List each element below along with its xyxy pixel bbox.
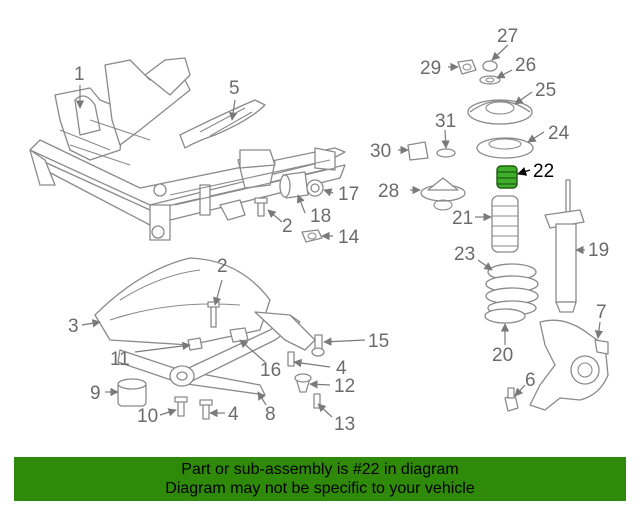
callout-27: 27 [497, 26, 518, 47]
strut-mount-25 [467, 99, 533, 125]
callout-18: 18 [310, 206, 331, 227]
bolt-2-upper [254, 197, 268, 217]
callout-29: 29 [420, 58, 441, 79]
callout-1: 1 [74, 64, 85, 85]
bushing-9 [117, 378, 147, 407]
strut-19 [544, 179, 585, 313]
nut-14 [301, 229, 323, 243]
banner-line-disclaimer: Diagram may not be specific to your vehi… [165, 480, 475, 497]
bushing-17 [306, 179, 324, 197]
callout-16: 16 [260, 360, 281, 381]
callout-labels: 1 2 2 3 4 4 5 6 7 8 9 10 11 12 13 14 15 … [68, 26, 609, 435]
callout-9: 9 [90, 383, 101, 404]
callout-10: 10 [137, 406, 158, 427]
callout-26: 26 [515, 55, 536, 76]
callout-21: 21 [452, 208, 473, 229]
callout-15: 15 [368, 331, 389, 352]
callout-4a: 4 [336, 358, 347, 379]
dust-boot-21 [491, 195, 519, 253]
callout-30: 30 [370, 141, 391, 162]
part-info-banner: Part or sub-assembly is #22 in diagram D… [14, 457, 626, 501]
leader-lines [75, 44, 604, 418]
heat-shield [179, 99, 266, 149]
callout-22: 22 [533, 161, 554, 182]
cap-27 [482, 60, 498, 72]
callout-8: 8 [265, 404, 276, 425]
callout-2a: 2 [282, 216, 293, 237]
bushing-30 [407, 141, 429, 161]
parts-diagram: 1 2 2 3 4 4 5 6 7 8 9 10 11 12 13 14 15 … [29, 26, 609, 435]
subframe-crossmember [29, 57, 346, 241]
callout-13: 13 [334, 414, 355, 435]
callout-17: 17 [338, 184, 359, 205]
washer-26 [479, 75, 501, 85]
callout-31: 31 [435, 111, 456, 132]
callout-3: 3 [68, 316, 79, 337]
spring-pad-20 [484, 308, 526, 324]
skid-plate [94, 257, 271, 346]
callout-5: 5 [229, 78, 240, 99]
callout-4b: 4 [228, 404, 239, 425]
bushing-18 [279, 171, 309, 199]
coil-spring-23 [485, 263, 539, 316]
callout-11: 11 [110, 349, 130, 370]
callout-25: 25 [535, 80, 556, 101]
callout-23: 23 [454, 244, 475, 265]
callout-2b: 2 [217, 256, 228, 277]
bearing-24 [476, 137, 534, 159]
spring-seat-28 [420, 177, 466, 211]
nut-29 [457, 59, 477, 75]
banner-line-part: Part or sub-assembly is #22 in diagram [181, 461, 459, 478]
callout-19: 19 [588, 240, 609, 261]
cap-31 [436, 148, 456, 158]
callout-28: 28 [378, 181, 399, 202]
callout-7: 7 [596, 302, 607, 323]
callout-20: 20 [492, 345, 513, 366]
lower-control-arm [117, 311, 316, 396]
steering-knuckle-7 [529, 319, 609, 411]
callout-14: 14 [338, 227, 360, 248]
callout-12: 12 [334, 376, 355, 397]
bolt-6 [504, 387, 519, 412]
callout-24: 24 [548, 123, 570, 144]
bump-stop-22 [496, 165, 518, 189]
callout-6: 6 [525, 370, 536, 391]
